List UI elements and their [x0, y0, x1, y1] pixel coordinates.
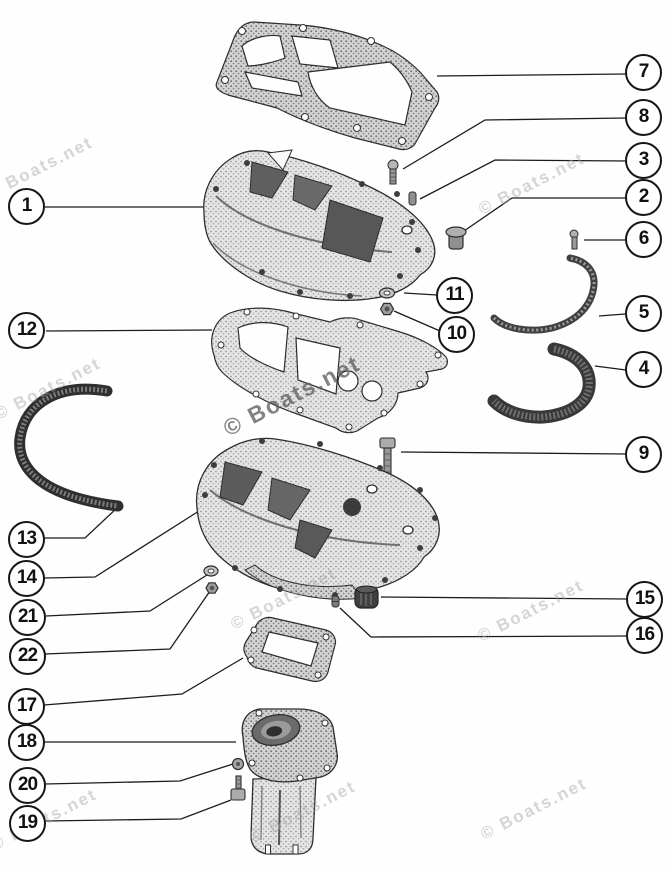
part-nut-22: [205, 582, 219, 594]
leader-22: [44, 590, 211, 655]
part-washer-11: [378, 287, 396, 299]
callout-19[interactable]: 19: [9, 805, 46, 842]
part-lower-housing: [195, 437, 440, 600]
callout-7[interactable]: 7: [625, 54, 662, 91]
part-middle-gasket: [211, 307, 448, 434]
leader-9: [400, 451, 627, 455]
callout-13[interactable]: 13: [8, 521, 45, 558]
leader-2: [463, 197, 628, 232]
leader-11: [403, 292, 438, 296]
leader-lines: [43, 73, 629, 822]
part-nut-10: [379, 302, 395, 316]
callout-16[interactable]: 16: [626, 617, 663, 654]
leader-12: [45, 329, 213, 332]
leader-21: [45, 574, 208, 617]
callout-11[interactable]: 11: [436, 277, 473, 314]
callout-3[interactable]: 3: [625, 142, 662, 179]
leader-10: [393, 310, 441, 332]
part-screw-6: [569, 229, 579, 250]
leader-3: [419, 159, 628, 200]
callout-8[interactable]: 8: [625, 99, 662, 136]
leader-17: [43, 657, 244, 706]
part-top-gasket: [215, 21, 440, 151]
leader-7: [436, 73, 627, 77]
leader-16: [339, 607, 629, 638]
callout-17[interactable]: 17: [8, 688, 45, 725]
leader-19: [45, 799, 232, 822]
part-seal-5: [490, 254, 598, 334]
part-grommet-15: [354, 585, 379, 609]
part-washer-21: [203, 565, 219, 577]
part-small-gasket-17: [243, 616, 337, 683]
callout-5[interactable]: 5: [625, 295, 662, 332]
leader-8: [402, 117, 627, 170]
part-adapter-tube-18: [241, 708, 338, 855]
part-screw-8: [387, 159, 399, 185]
leader-4: [594, 365, 627, 371]
part-pin-3: [408, 191, 417, 206]
leader-20: [44, 763, 234, 785]
leader-15: [380, 596, 628, 600]
part-bolt-9: [379, 437, 396, 479]
part-plug-2: [445, 226, 467, 250]
part-seal-4: [487, 342, 596, 424]
callout-2[interactable]: 2: [625, 179, 662, 216]
leader-13: [45, 506, 119, 539]
leader-14: [43, 510, 200, 579]
callout-18[interactable]: 18: [8, 724, 45, 761]
callout-22[interactable]: 22: [9, 638, 46, 675]
callout-20[interactable]: 20: [9, 767, 46, 804]
callout-21[interactable]: 21: [9, 599, 46, 636]
callout-6[interactable]: 6: [625, 221, 662, 258]
callout-12[interactable]: 12: [8, 312, 45, 349]
part-pin-16: [331, 595, 340, 608]
callout-10[interactable]: 10: [438, 316, 475, 353]
part-upper-housing: [203, 149, 436, 302]
callout-15[interactable]: 15: [626, 581, 663, 618]
callout-4[interactable]: 4: [625, 351, 662, 388]
part-bolt-19: [230, 775, 246, 801]
part-hose-13: [14, 383, 124, 512]
callout-14[interactable]: 14: [8, 560, 45, 597]
part-nut-20: [231, 757, 245, 771]
leader-5: [598, 313, 626, 317]
callout-1[interactable]: 1: [8, 188, 45, 225]
callout-9[interactable]: 9: [625, 436, 662, 473]
